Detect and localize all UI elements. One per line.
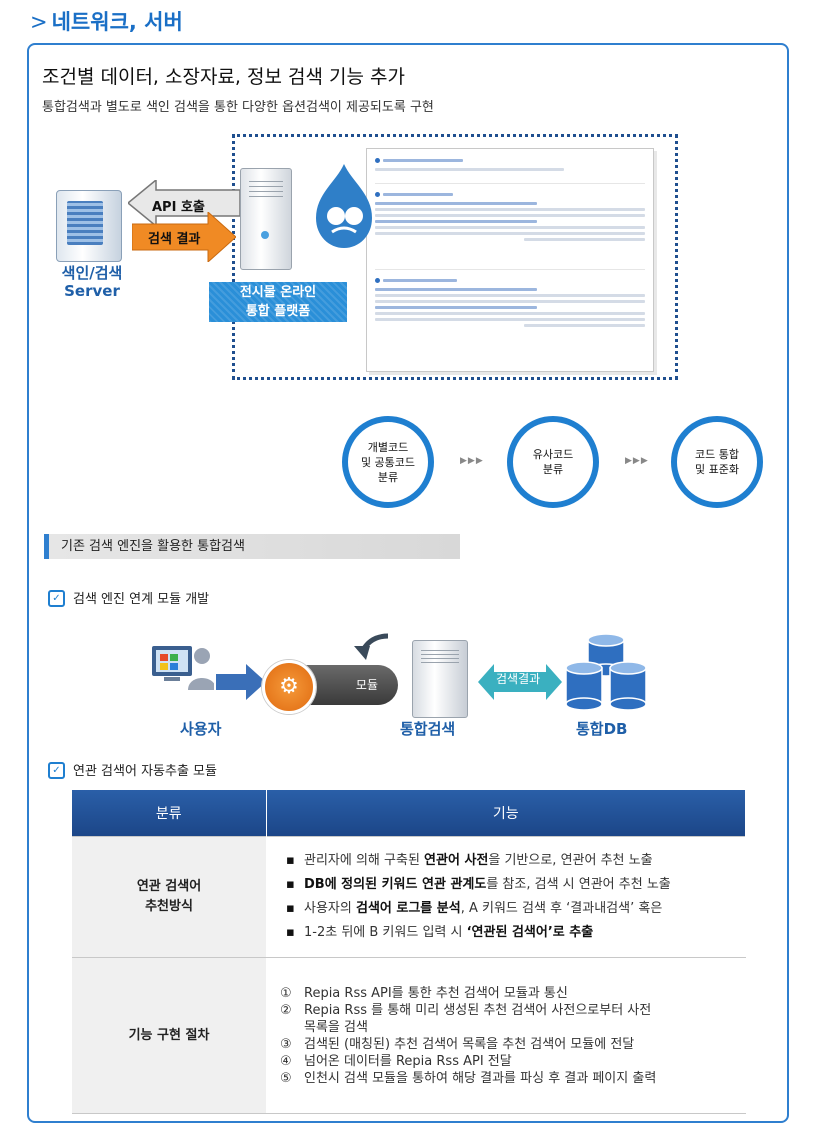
list-item: DB에 정의된 키워드 연관 관계도를 참조, 검색 시 연관어 추천 노출 xyxy=(280,873,736,897)
user-to-module-arrow-icon xyxy=(216,664,266,700)
next-arrow-icon: ▶▶▶ xyxy=(460,456,484,466)
list-item: 사용자의 검색어 로그를 분석, A 키워드 검색 후 ‘결과내검색’ 혹은 xyxy=(280,897,736,921)
function-table: 분류 기능 연관 검색어 추천방식 관리자에 의해 구축된 연관어 사전을 기반… xyxy=(72,790,746,1114)
page-header: >네트워크, 서버 xyxy=(30,6,183,36)
user-computer-icon xyxy=(152,646,214,690)
integrated-db-label: 통합DB xyxy=(576,720,628,738)
table-row: 연관 검색어 추천방식 관리자에 의해 구축된 연관어 사전을 기반으로, 연관… xyxy=(72,836,746,958)
chevron-right-icon: > xyxy=(30,10,48,34)
row-function: 관리자에 의해 구축된 연관어 사전을 기반으로, 연관어 추천 노출 DB에 … xyxy=(266,836,746,958)
search-result-arrow-icon xyxy=(132,212,236,262)
section-title: 조건별 데이터, 소장자료, 정보 검색 기능 추가 xyxy=(42,66,405,88)
section-subtitle: 통합검색과 별도로 색인 검색을 통한 다양한 옵션검색이 제공되도록 구현 xyxy=(42,100,434,115)
check-item-related-keyword: ✓연관 검색어 자동추출 모듈 xyxy=(48,760,217,780)
drupal-drop-icon xyxy=(316,164,372,248)
curved-arrow-icon xyxy=(354,633,389,660)
index-server-icon xyxy=(56,190,122,262)
code-integration-circle: 코드 통합 및 표준화 xyxy=(671,416,763,508)
search-result-double-arrow-icon xyxy=(478,664,562,700)
search-result-label: 검색 결과 xyxy=(148,232,201,247)
check-item-engine-module: ✓검색 엔진 연계 모듈 개발 xyxy=(48,588,209,608)
list-item: 관리자에 의해 구축된 연관어 사전을 기반으로, 연관어 추천 노출 xyxy=(280,849,736,873)
row-category: 기능 구현 절차 xyxy=(72,957,266,1114)
table-header-category: 분류 xyxy=(72,790,267,837)
row-category: 연관 검색어 추천방식 xyxy=(72,836,266,958)
integrated-search-server-icon xyxy=(412,640,468,718)
platform-boundary xyxy=(232,134,678,380)
code-classify-circle: 개별코드 및 공통코드 분류 xyxy=(342,416,434,508)
checkbox-icon: ✓ xyxy=(48,762,65,779)
platform-label: 전시물 온라인 통합 플랫폼 xyxy=(209,282,347,322)
similar-code-circle: 유사코드 분류 xyxy=(507,416,599,508)
list-item: 목록을 검색 xyxy=(304,1019,368,1035)
next-arrow-icon: ▶▶▶ xyxy=(625,456,649,466)
api-call-label: API 호출 xyxy=(152,200,205,215)
user-label: 사용자 xyxy=(180,720,222,738)
database-icon xyxy=(565,634,647,711)
list-item: 1-2초 뒤에 B 키워드 입력 시 ‘연관된 검색어’로 추출 xyxy=(280,921,736,945)
integrated-search-label: 통합검색 xyxy=(400,720,456,738)
header-title: 네트워크, 서버 xyxy=(51,10,183,34)
gear-icon: ⚙ xyxy=(262,660,316,714)
subsection-bar: 기존 검색 엔진을 활용한 통합검색 xyxy=(44,534,460,559)
search-result-page-image xyxy=(366,148,654,372)
index-server-label: 색인/검색 Server xyxy=(61,264,123,300)
checkbox-icon: ✓ xyxy=(48,590,65,607)
table-header-function: 기능 xyxy=(266,790,746,837)
search-result-flow-label: 검색결과 xyxy=(496,672,541,686)
content-panel xyxy=(27,43,789,1123)
platform-server-icon xyxy=(240,168,292,270)
